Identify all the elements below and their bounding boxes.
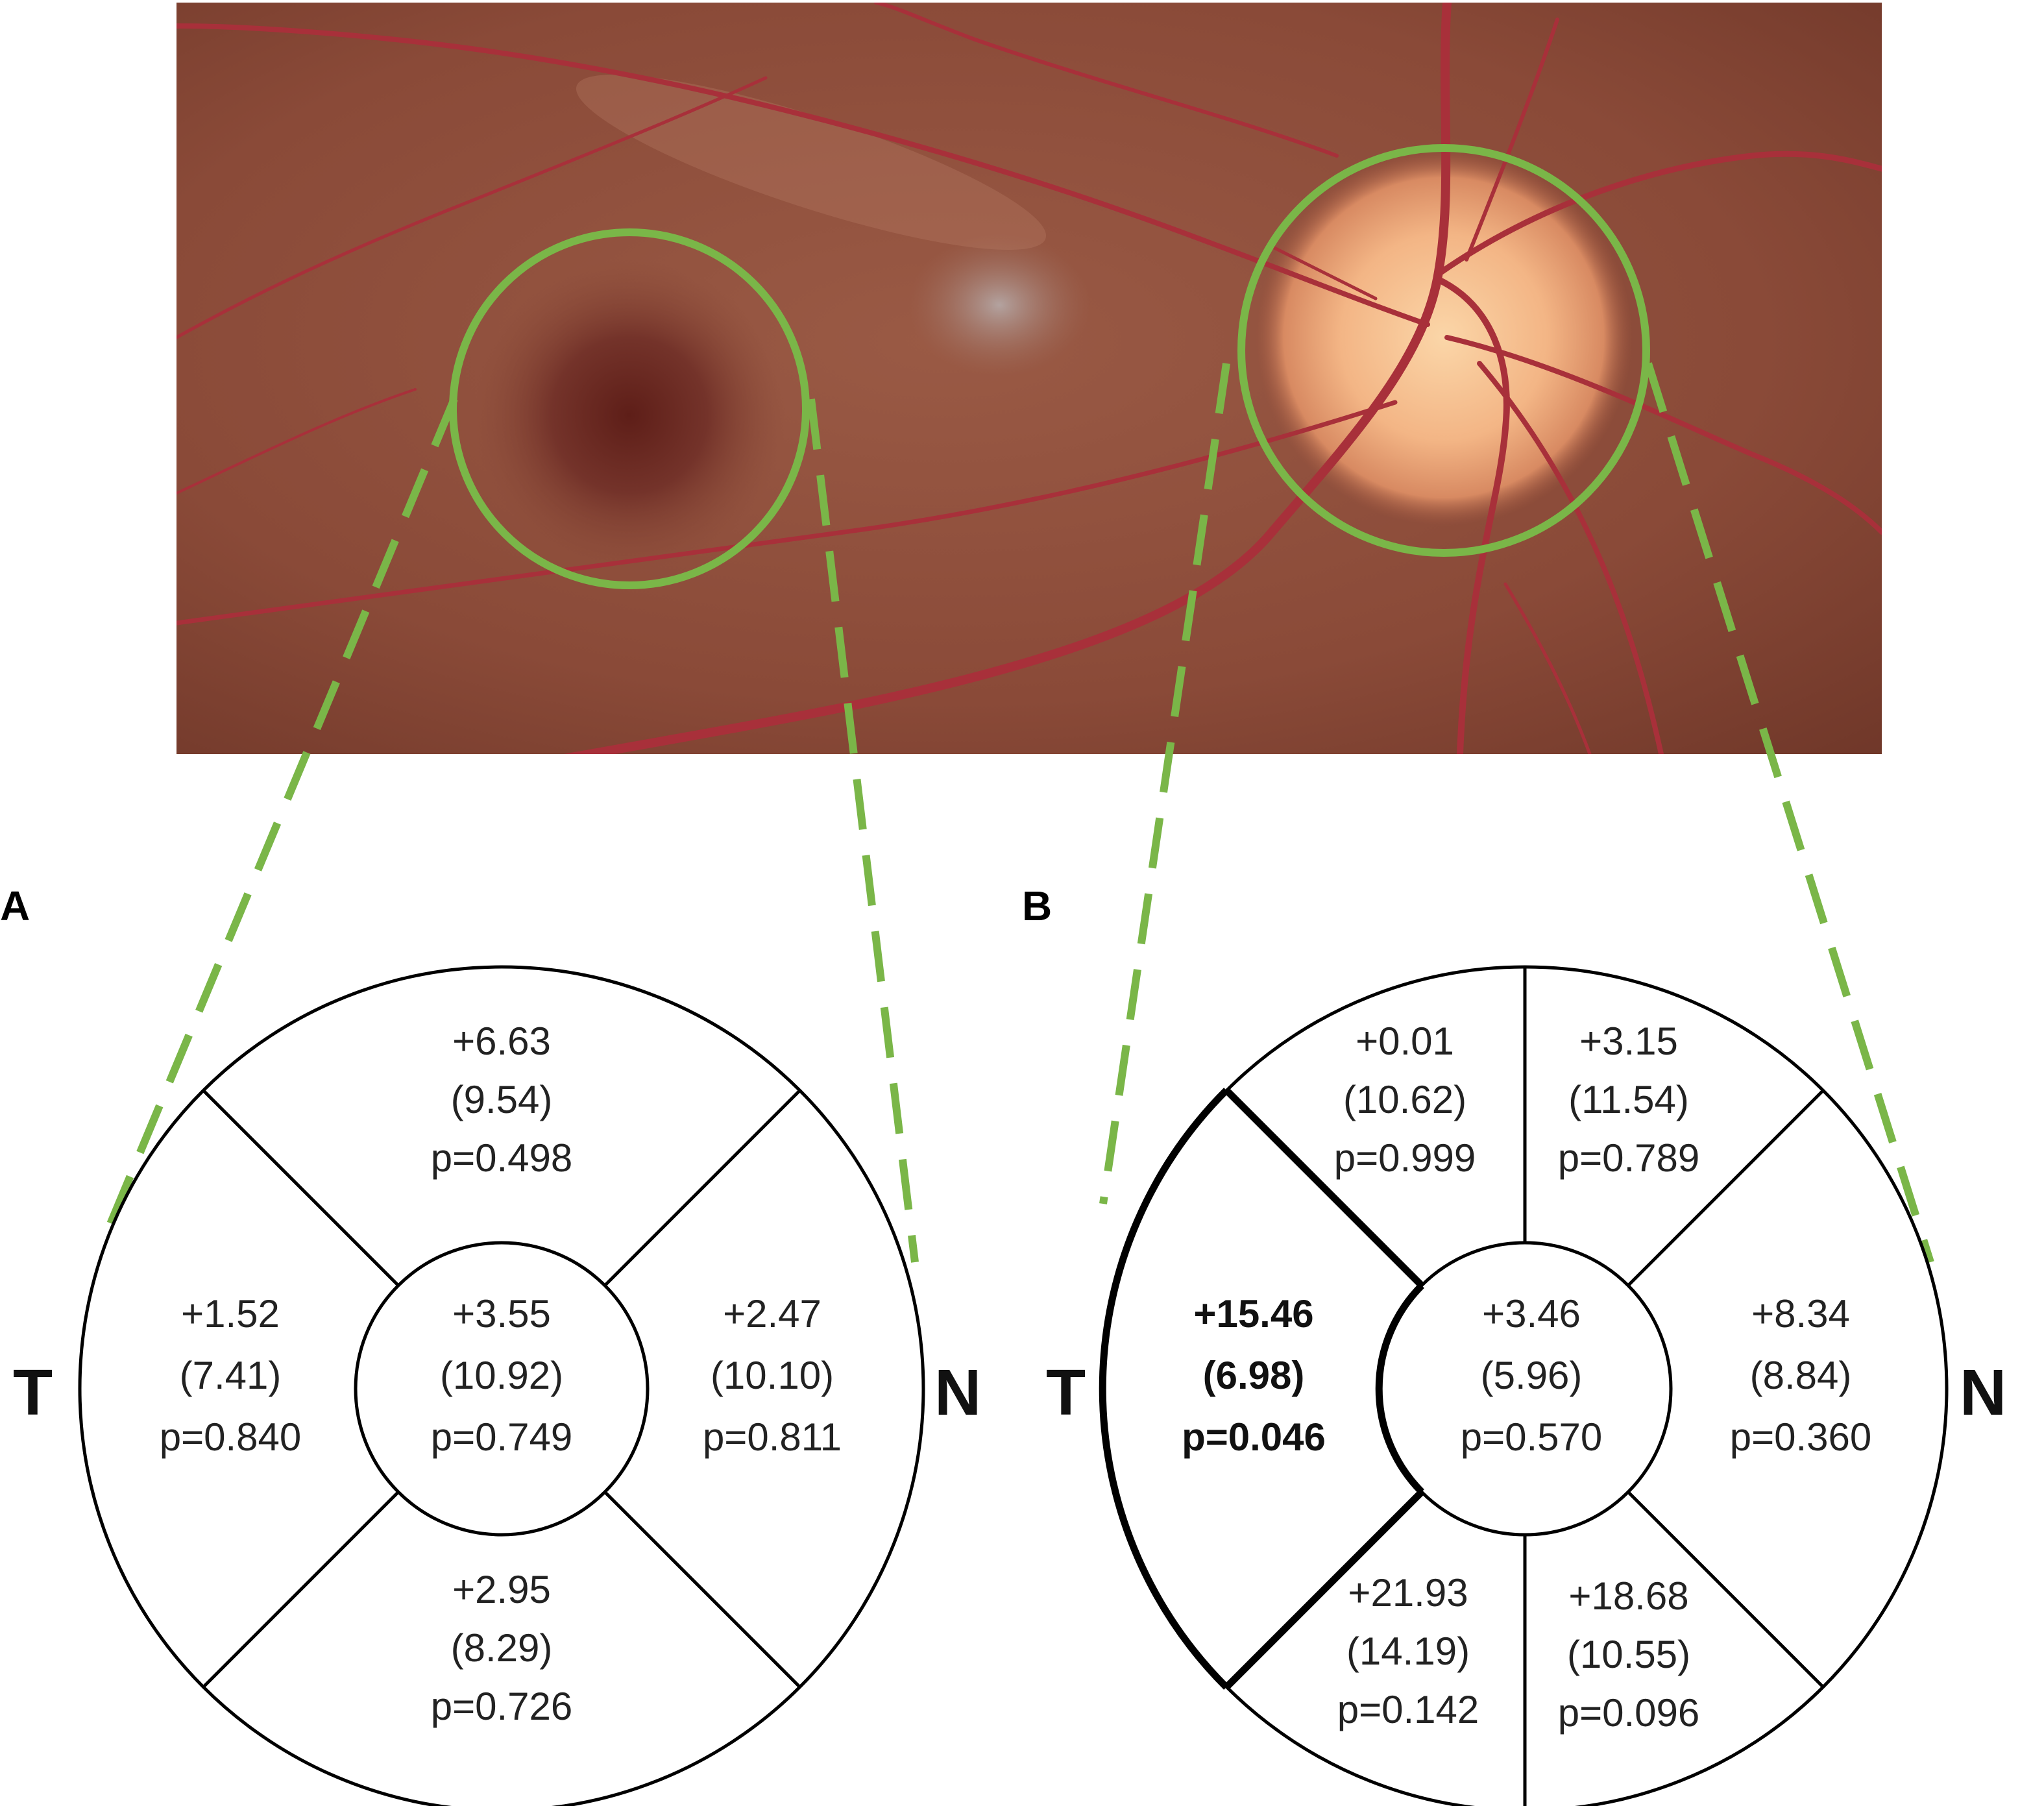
sector-mean: +2.47 xyxy=(723,1292,821,1336)
panel-b-divider-tr xyxy=(1627,1089,1825,1287)
optic-disc xyxy=(1256,149,1632,526)
sector-sd: (8.84) xyxy=(1750,1354,1852,1397)
sector-sd: (14.19) xyxy=(1346,1629,1470,1673)
nerve-fiber-sheen xyxy=(576,75,1047,250)
sector-p: p=0.570 xyxy=(1461,1415,1603,1459)
sector-p: p=0.360 xyxy=(1730,1415,1872,1459)
fovea xyxy=(474,260,785,571)
panel-a-divider-br xyxy=(603,1491,801,1689)
connector-b-left xyxy=(1099,363,1230,1204)
sector-mean: +15.46 xyxy=(1193,1292,1313,1336)
sector-mean: +3.46 xyxy=(1482,1292,1581,1336)
sector-mean: +6.63 xyxy=(452,1019,551,1063)
sector-p: p=0.096 xyxy=(1558,1691,1700,1735)
panel-a: A T N +6.63 (9.54) p=0.498 +1.52 (7.41) … xyxy=(0,883,981,1806)
panel-a-divider-tl xyxy=(202,1089,400,1287)
panel-a-divider-bl xyxy=(202,1491,400,1689)
sector-p: p=0.498 xyxy=(431,1136,573,1180)
panel-b-nasal-label: N xyxy=(1960,1356,2006,1429)
sector-p: p=0.789 xyxy=(1558,1136,1700,1180)
panel-b-sector-top-right: +3.15 (11.54) p=0.789 xyxy=(1558,1019,1700,1180)
panel-b-sector-bottom-left: +21.93 (14.19) p=0.142 xyxy=(1337,1571,1479,1731)
sector-mean: +18.68 xyxy=(1568,1574,1688,1618)
sector-mean: +21.93 xyxy=(1348,1571,1468,1615)
panel-b-sector-left: +15.46 (6.98) p=0.046 xyxy=(1182,1292,1326,1459)
panel-b-sector-bottom-right: +18.68 (10.55) p=0.096 xyxy=(1558,1574,1700,1735)
panel-b-temporal-label: T xyxy=(1046,1356,1086,1429)
sector-p: p=0.142 xyxy=(1337,1688,1479,1731)
sector-mean: +3.15 xyxy=(1579,1019,1678,1063)
panel-b-highlight-sector xyxy=(1099,1088,1424,1690)
panel-b-sector-right: +8.34 (8.84) p=0.360 xyxy=(1730,1292,1872,1459)
sector-mean: +3.55 xyxy=(452,1292,551,1336)
panel-a-letter: A xyxy=(0,883,30,929)
sector-mean: +8.34 xyxy=(1751,1292,1850,1336)
sector-mean: +0.01 xyxy=(1356,1019,1454,1063)
sector-sd: (5.96) xyxy=(1481,1354,1583,1397)
panel-a-temporal-label: T xyxy=(13,1356,53,1429)
sector-p: p=0.749 xyxy=(431,1415,573,1459)
panel-a-divider-tr xyxy=(603,1089,801,1287)
sector-sd: (10.62) xyxy=(1343,1078,1466,1121)
panel-a-sector-top: +6.63 (9.54) p=0.498 xyxy=(431,1019,573,1180)
panel-b-sector-top-left: +0.01 (10.62) p=0.999 xyxy=(1334,1019,1476,1180)
sector-p: p=0.840 xyxy=(160,1415,302,1459)
panel-a-sector-center: +3.55 (10.92) p=0.749 xyxy=(431,1292,573,1459)
sector-p: p=0.046 xyxy=(1182,1415,1326,1459)
sector-sd: (6.98) xyxy=(1203,1354,1305,1397)
panel-a-sector-left: +1.52 (7.41) p=0.840 xyxy=(160,1292,302,1459)
sector-sd: (11.54) xyxy=(1568,1078,1689,1121)
panel-b-sector-center: +3.46 (5.96) p=0.570 xyxy=(1461,1292,1603,1459)
sector-sd: (10.55) xyxy=(1567,1633,1690,1676)
panel-a-sector-right: +2.47 (10.10) p=0.811 xyxy=(703,1292,842,1459)
sector-mean: +1.52 xyxy=(181,1292,280,1336)
fundus-photo xyxy=(176,3,1882,754)
glare-spot xyxy=(908,234,1090,376)
sector-mean: +2.95 xyxy=(452,1568,551,1611)
panel-a-grid xyxy=(78,965,925,1806)
panel-b: B T N +0.01 (10.62) p=0.999 +3.15 (11.54… xyxy=(1022,883,2006,1806)
sector-p: p=0.726 xyxy=(431,1685,573,1728)
sector-sd: (9.54) xyxy=(451,1078,553,1121)
panel-a-sector-bottom: +2.95 (8.29) p=0.726 xyxy=(431,1568,573,1728)
sector-sd: (10.10) xyxy=(711,1354,834,1397)
sector-sd: (7.41) xyxy=(180,1354,282,1397)
panel-a-inner-ring xyxy=(354,1241,650,1537)
panel-b-divider-br xyxy=(1627,1491,1825,1689)
disc-highlight-circle xyxy=(1237,144,1650,557)
sector-p: p=0.999 xyxy=(1334,1136,1476,1180)
connector-lines xyxy=(100,362,1934,1263)
sector-sd: (10.92) xyxy=(440,1354,563,1397)
panel-b-letter: B xyxy=(1022,883,1052,929)
connector-b-right xyxy=(1644,362,1934,1263)
panel-a-outer-ring xyxy=(78,965,925,1806)
vessels xyxy=(176,3,1882,754)
sector-sd: (8.29) xyxy=(451,1626,553,1670)
connector-a-right xyxy=(807,398,919,1263)
panel-a-nasal-label: N xyxy=(934,1356,981,1429)
sector-p: p=0.811 xyxy=(703,1415,842,1459)
